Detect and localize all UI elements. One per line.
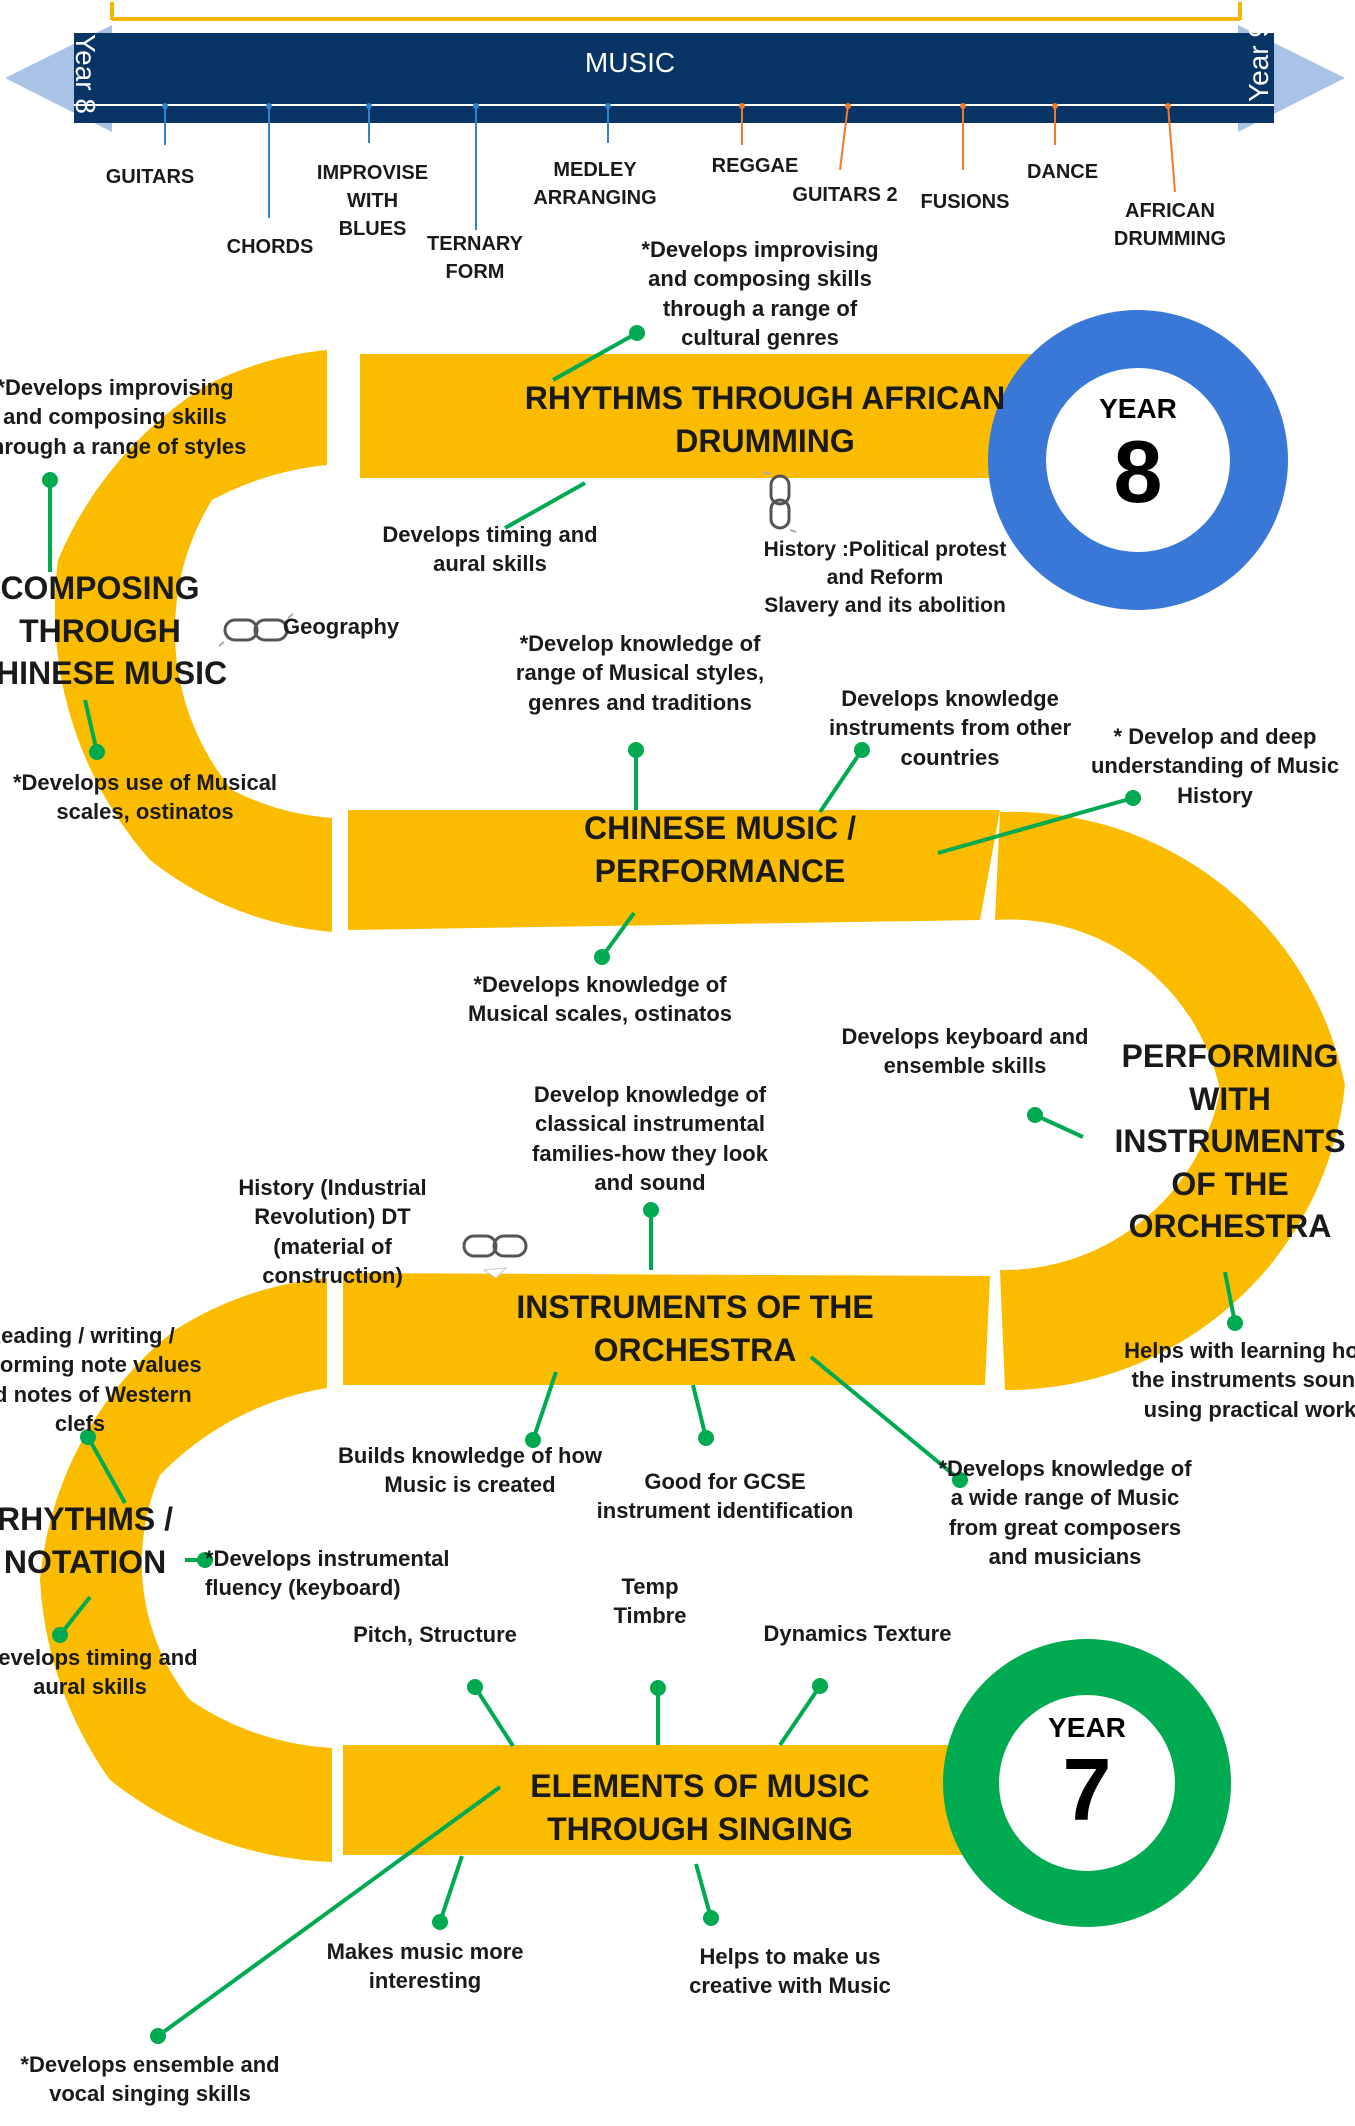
topic-ternary: TERNARY FORM: [427, 233, 523, 283]
road-curve-left-bottom: [40, 1278, 332, 1862]
note-instrumental-fluency: *Develops instrumental fluency (keyboard…: [205, 1546, 450, 1601]
topic-reggae: REGGAE: [711, 155, 799, 177]
chain-link-icon: [763, 471, 797, 533]
note-cultural-genres: *Develops improvising and composing skil…: [641, 237, 879, 350]
timeline-year-left: Year 8: [70, 34, 101, 114]
year8-badge: YEAR 8: [988, 310, 1288, 610]
note-pitch-structure: Pitch, Structure: [353, 1622, 517, 1647]
road-curve-right: [995, 811, 1345, 1391]
note-timing-aural-bottom: Develops timing and aural skills: [0, 1645, 198, 1700]
year8-word: YEAR: [1099, 393, 1177, 424]
road: [40, 350, 1345, 1862]
chain-link-icon: [462, 1234, 528, 1279]
unit-elements-singing: ELEMENTS OF MUSIC THROUGH SINGING: [530, 1768, 870, 1847]
note-instruments-countries: Develops knowledge instruments from othe…: [828, 686, 1072, 770]
note-more-interesting: Makes music more interesting: [326, 1939, 524, 1994]
note-gcse: Good for GCSE instrument identification: [596, 1469, 854, 1524]
road-elements: [343, 1745, 990, 1855]
note-timing-aural-top: Develops timing and aural skills: [382, 522, 598, 577]
note-keyboard-ensemble: Develops keyboard and ensemble skills: [841, 1024, 1089, 1079]
chain-link-icon: [218, 613, 294, 647]
unit-performing-orchestra: PERFORMING WITH INSTRUMENTS OF THE ORCHE…: [1114, 1038, 1346, 1245]
road-chinese-left: [348, 810, 1000, 930]
topic-dance: DANCE: [1026, 161, 1099, 183]
year7-word: YEAR: [1048, 1712, 1126, 1743]
timeline-banner: MUSIC Year 8 Year 9: [5, 22, 1345, 132]
note-range-styles: *Develops improvising and composing skil…: [0, 375, 247, 459]
timeline-title: MUSIC: [585, 47, 675, 78]
year8-number: 8: [1114, 422, 1163, 521]
unit-chinese-performance: CHINESE MUSIC / PERFORMANCE: [583, 810, 857, 889]
note-reading-writing: Reading / writing / performing note valu…: [0, 1323, 202, 1436]
note-how-music-created: Builds knowledge of how Music is created: [338, 1443, 602, 1498]
topic-fusions: FUSIONS: [920, 191, 1010, 213]
note-music-history: * Develop and deep understanding of Musi…: [1090, 724, 1340, 808]
topic-chords: CHORDS: [226, 236, 314, 258]
timeline-ticks: [162, 103, 1176, 230]
note-scales-ostinatos-mid: *Develops knowledge of Musical scales, o…: [467, 972, 733, 1027]
note-ensemble-vocal: *Develops ensemble and vocal singing ski…: [20, 2052, 280, 2107]
unit-composing-chinese: COMPOSING THROUGH CHINESE MUSIC: [0, 570, 228, 692]
topic-guitars: GUITARS: [105, 166, 195, 188]
year7-badge: YEAR 7: [943, 1639, 1231, 1927]
note-history-protest: History :Political protest and Reform Sl…: [763, 538, 1007, 617]
note-dynamics-texture: Dynamics Texture: [763, 1621, 952, 1646]
note-practical-work: Helps with learning how the instruments …: [1124, 1338, 1355, 1422]
note-geography: Geography: [283, 614, 400, 639]
topic-guitars2: GUITARS 2: [792, 184, 898, 206]
connector-dots: [42, 325, 1243, 2044]
timeline-bar: [74, 33, 1274, 123]
topic-african: AFRICAN DRUMMING: [1113, 200, 1227, 250]
connectors: [48, 331, 1237, 2038]
unit-instruments-orchestra: INSTRUMENTS OF THE ORCHESTRA: [516, 1289, 874, 1368]
road-orchestra: [343, 1273, 990, 1385]
note-composers: *Develops knowledge of a wide range of M…: [938, 1456, 1192, 1569]
road-curve-left-top: [54, 350, 332, 932]
timeline-year-right: Year 9: [1243, 22, 1274, 102]
note-classical-families: Develop knowledge of classical instrumen…: [532, 1082, 768, 1195]
note-creative: Helps to make us creative with Music: [689, 1944, 891, 1999]
note-scales-ostinatos-left: *Develops use of Musical scales, ostinat…: [12, 770, 278, 825]
topic-medley: MEDLEY ARRANGING: [533, 159, 657, 209]
topic-improvise: IMPROVISE WITH BLUES: [316, 162, 429, 240]
unit-african-drumming: RHYTHMS THROUGH AFRICAN DRUMMING: [524, 380, 1006, 459]
year7-number: 7: [1063, 1740, 1112, 1839]
top-frame: [110, 2, 1242, 21]
note-musical-styles: *Develop knowledge of range of Musical s…: [515, 631, 765, 715]
unit-rhythms-notation: RHYTHMS / NOTATION: [0, 1501, 173, 1580]
road-african: [360, 354, 1040, 478]
note-temp-timbre: Temp Timbre: [613, 1574, 687, 1629]
note-history-industrial: History (Industrial Revolution) DT (mate…: [238, 1175, 427, 1288]
